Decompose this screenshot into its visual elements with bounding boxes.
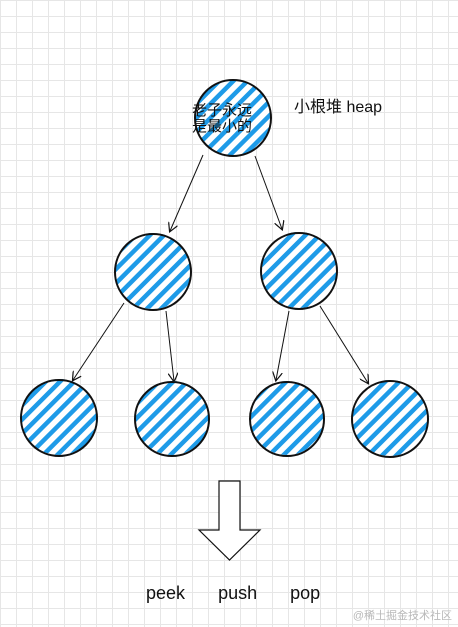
root-label-line-1: 老子永远 [192,102,253,119]
edge-left-ll [73,302,125,380]
root-label-line-2: 是最小的 [192,118,253,135]
operation-peek: peek [146,583,186,603]
heap-nodes [20,79,429,458]
node-right-left [249,381,325,457]
watermark: @稀土掘金技术社区 [352,610,452,622]
edge-left-lr [165,310,174,381]
operation-pop: pop [290,583,321,603]
node-left-left [20,379,98,457]
node-left [114,233,192,311]
operation-push: push [218,583,258,603]
edge-root-left [170,154,204,231]
edge-root-right [254,155,282,229]
node-right-right [351,380,429,458]
root-node-label: 老子永远 是最小的 [192,103,272,135]
edge-right-rr [319,305,368,383]
node-right [260,232,338,310]
operations-label: peek push pop [146,583,334,604]
node-left-right [134,381,210,457]
heap-title: 小根堆 heap [294,99,383,116]
down-arrow-icon [197,480,262,561]
root-node [194,79,272,157]
edge-right-rl [276,310,290,380]
heap-edges [73,154,368,383]
